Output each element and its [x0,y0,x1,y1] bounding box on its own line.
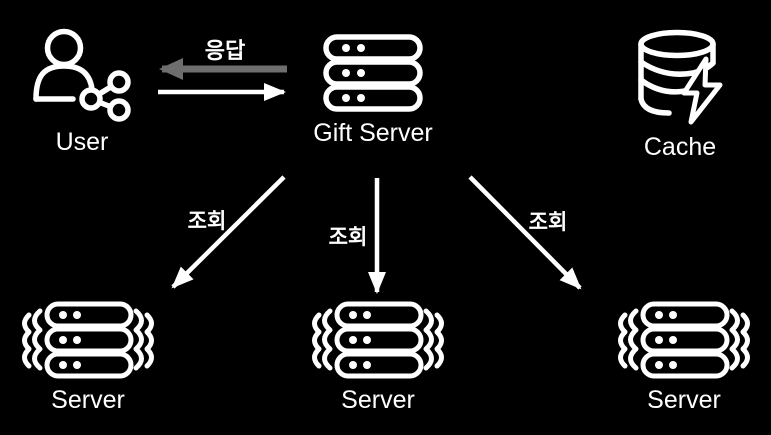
server-cluster-icon [312,301,444,379]
node-server-right-label: Server [647,386,721,414]
query-left-arrow [171,175,286,289]
node-gift-server-label: Gift Server [313,119,433,147]
node-cache-label: Cache [643,133,717,161]
response-arrow-label: 응답 [204,38,246,63]
node-gift-server: Gift Server [313,34,433,148]
node-server-left-label: Server [51,386,125,414]
node-server-left: Server [20,301,156,415]
node-server-right: Server [616,301,752,415]
node-user: User [26,20,138,157]
server-cluster-icon [22,301,154,379]
server-cluster-icon [618,301,750,379]
user-share-icon [32,28,131,122]
query-right-arrow-label: 조회 [528,211,568,234]
node-user-label: User [55,128,109,156]
query-middle-arrow-label: 조회 [328,226,368,249]
query-right-arrow [468,175,582,290]
node-server-middle: Server [310,301,446,415]
database-lightning-icon [638,29,723,125]
node-server-middle-label: Server [341,386,415,414]
query-left-arrow-label: 조회 [187,210,227,233]
node-cache: Cache [630,25,730,162]
server-rack-icon [323,34,423,112]
